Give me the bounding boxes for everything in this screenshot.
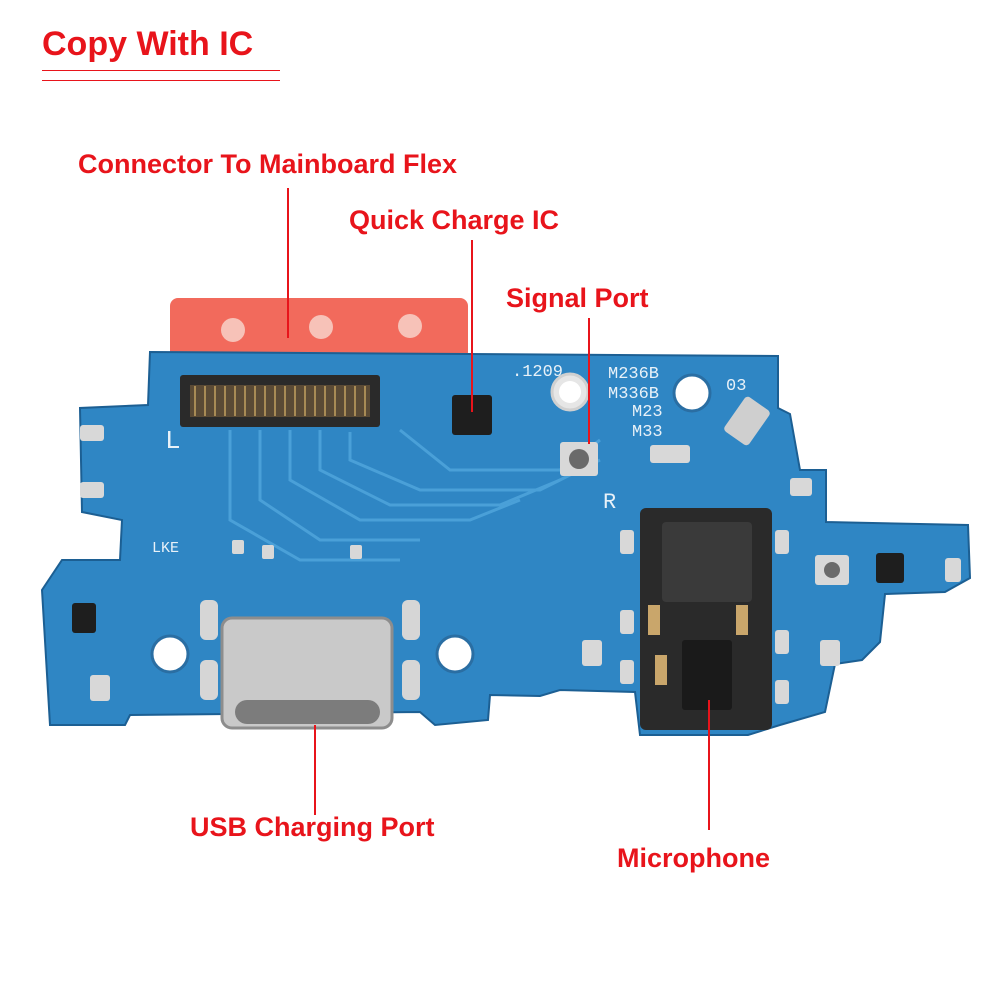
small-ic xyxy=(876,553,904,583)
l-marking: L xyxy=(165,426,181,456)
board-code: .1209 xyxy=(512,363,563,382)
flex-tape-hole xyxy=(398,314,422,338)
callout-quick-charge-ic: Quick Charge IC xyxy=(349,205,560,235)
mount-hole xyxy=(150,634,190,674)
mic-pin xyxy=(736,605,748,635)
callout-connector: Connector To Mainboard Flex xyxy=(78,149,458,179)
r-marking: R xyxy=(603,490,616,515)
flex-tape-hole xyxy=(221,318,245,342)
flex-tape-hole xyxy=(309,315,333,339)
silkscreen: .1209 M236B M336B M23 M33 03 LKE L R xyxy=(152,363,746,557)
title-underline-top xyxy=(42,70,280,71)
spring-contact xyxy=(724,396,770,446)
smd-components xyxy=(80,425,961,704)
mount-hole xyxy=(672,373,712,413)
usb-shell-tab xyxy=(402,660,420,700)
signal-port-secondary-socket xyxy=(824,562,840,578)
model-line-2: M336B xyxy=(608,385,659,404)
usb-shell-tab xyxy=(200,660,218,700)
signal-port-socket xyxy=(569,449,589,469)
title-underline-bottom xyxy=(42,80,280,81)
small-ic xyxy=(72,603,96,633)
leader-usb-port xyxy=(314,725,316,815)
connector-pin-lines xyxy=(194,386,366,416)
pcb-traces xyxy=(228,428,601,562)
page-title: Copy With IC xyxy=(42,25,254,63)
mount-hole xyxy=(435,634,475,674)
connector-pins xyxy=(190,385,370,417)
leader-microphone xyxy=(708,700,710,830)
leader-signal-port xyxy=(588,318,590,444)
model-line-3: M23 xyxy=(632,403,663,422)
usb-shell-tab xyxy=(402,600,420,640)
callout-usb-charging-port: USB Charging Port xyxy=(190,812,435,842)
mic-pin xyxy=(655,655,667,685)
model-line-4: M33 xyxy=(632,423,663,442)
board-rev: 03 xyxy=(726,377,746,396)
usb-c-opening xyxy=(235,700,380,724)
model-line-1: M236B xyxy=(608,365,659,384)
mic-pin xyxy=(648,605,660,635)
callout-signal-port: Signal Port xyxy=(506,283,649,313)
mount-hole-center xyxy=(559,381,581,403)
lke-marking: LKE xyxy=(152,540,179,557)
callout-microphone: Microphone xyxy=(617,843,770,873)
usb-shell-tab xyxy=(200,600,218,640)
leader-connector xyxy=(287,188,289,338)
microphone-capsule xyxy=(682,640,732,710)
microphone-top-block xyxy=(662,522,752,602)
leader-quick-charge xyxy=(471,240,473,412)
quick-charge-ic xyxy=(452,395,492,435)
